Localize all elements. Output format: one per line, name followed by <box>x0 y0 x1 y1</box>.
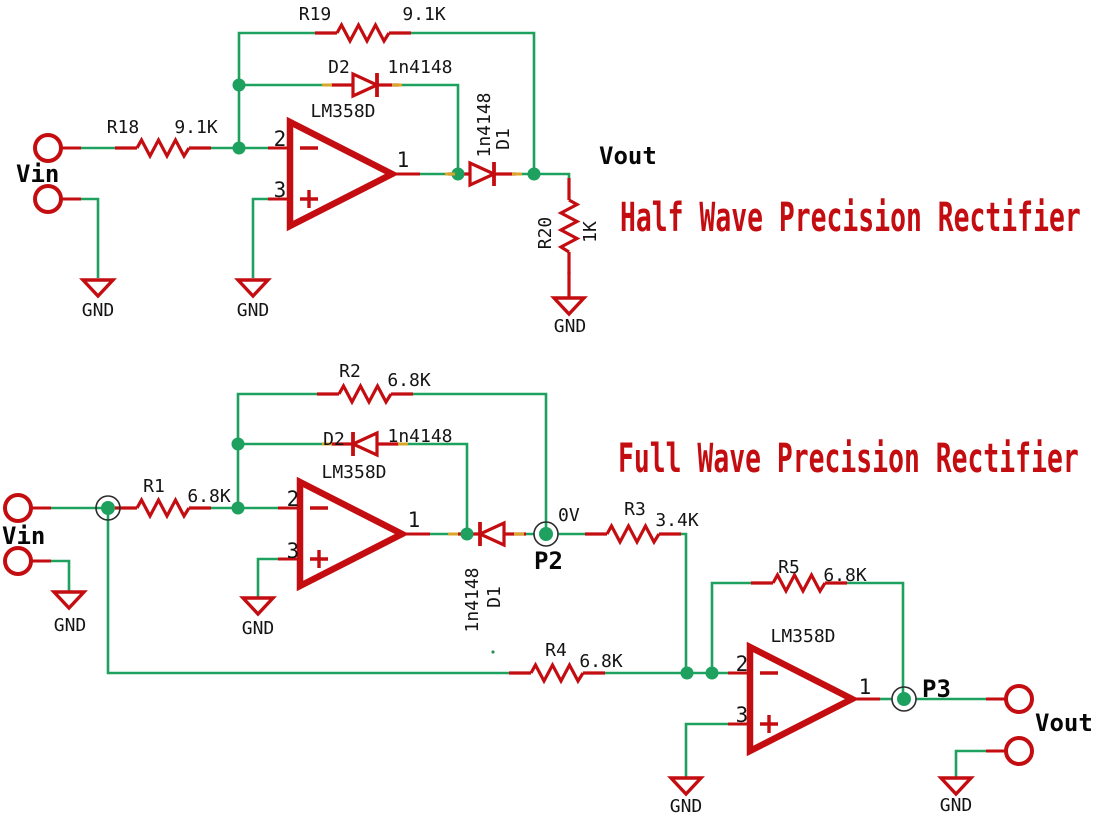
svg-text:Half Wave Precision Rectifier: Half Wave Precision Rectifier <box>620 194 1081 240</box>
opamp-pin2: 2 <box>274 127 287 151</box>
junction-dot <box>231 437 245 451</box>
junction-dot <box>232 141 246 155</box>
vin-port-signal <box>3 493 53 523</box>
r3-ref: R3 <box>624 499 646 520</box>
opamp1-LM358D <box>278 482 430 586</box>
pin-tick <box>448 532 458 536</box>
vout-port-signal <box>984 684 1034 714</box>
r2-value: 6.8K <box>387 370 431 391</box>
gnd-label: GND <box>554 316 587 337</box>
vout-port-return <box>984 736 1034 766</box>
p3-label: P3 <box>922 675 951 703</box>
full-wave-title: Full Wave Precision Rectifier <box>618 435 1079 481</box>
pin-tick <box>445 172 455 176</box>
vout-label: Vout <box>1035 709 1093 737</box>
opamp2-pin3: 3 <box>736 703 749 727</box>
gnd-label: GND <box>242 618 275 639</box>
gnd-symbol <box>241 596 275 616</box>
vin-port-signal <box>33 133 83 163</box>
d1-ref-vertical: D1 <box>493 128 514 150</box>
r2-ref: R2 <box>339 361 361 382</box>
gnd-label: GND <box>54 615 87 636</box>
gnd-label: GND <box>82 300 115 321</box>
d1-ref-vertical: D1 <box>484 586 505 608</box>
opamp-part: LM358D <box>310 101 375 122</box>
opamp1-pin3: 3 <box>287 539 300 563</box>
opamp2-pin2: 2 <box>736 652 749 676</box>
r19-ref: R19 <box>299 4 332 25</box>
pin-tick <box>514 532 524 536</box>
gnd-label: GND <box>670 796 703 817</box>
pin-tick <box>392 83 402 87</box>
half-wave-title: Half Wave Precision Rectifier <box>620 194 1081 240</box>
svg-text:Full Wave Precision Rectifier: Full Wave Precision Rectifier <box>618 435 1079 481</box>
d2-ref: D2 <box>328 57 350 78</box>
opamp1-pin2: 2 <box>287 487 300 511</box>
vin-label: Vin <box>16 160 59 188</box>
junction-dot <box>231 501 245 515</box>
gnd-symbol <box>236 278 270 298</box>
gnd-label: GND <box>237 300 270 321</box>
opamp2-LM358D <box>728 647 880 751</box>
full-wave-wires <box>51 392 990 778</box>
d2-value: 1n4148 <box>387 426 452 447</box>
junction-dot <box>527 167 541 181</box>
r18-ref: R18 <box>107 117 140 138</box>
junction-dot <box>232 78 246 92</box>
resistor-R20 <box>559 176 579 276</box>
r1-ref: R1 <box>143 476 165 497</box>
stray-dot <box>491 650 495 654</box>
gnd-symbol <box>52 590 86 610</box>
p2-label: P2 <box>534 547 563 575</box>
resistor-R18 <box>113 138 213 158</box>
r5-ref: R5 <box>778 557 800 578</box>
gnd-symbol <box>552 296 586 316</box>
d2-ref: D2 <box>323 429 345 450</box>
opamp-pin1: 1 <box>397 148 410 172</box>
half-wave-wires <box>81 31 571 278</box>
zero-volt-label: 0V <box>558 505 580 526</box>
r1-value: 6.8K <box>187 486 231 507</box>
junction-dot <box>705 666 719 680</box>
opamp1-part: LM358D <box>321 462 386 483</box>
gnd-symbol <box>669 776 703 796</box>
vin-label: Vin <box>2 522 45 550</box>
half-wave-circuit: Vin R18 9.1K R19 9.1K D2 1n4148 LM358D 2… <box>16 4 1081 337</box>
gnd-symbol <box>939 776 973 796</box>
pin-tick <box>512 172 522 176</box>
d1-value-vertical: 1n4148 <box>474 92 495 157</box>
vin-port-return <box>33 184 83 214</box>
gnd-symbol <box>81 278 115 298</box>
vin-port-return <box>3 546 53 576</box>
opamp2-part: LM358D <box>770 626 835 647</box>
resistor-R19 <box>313 23 413 43</box>
junction-dot <box>460 527 474 541</box>
vout-label: Vout <box>599 142 657 170</box>
pin-tick <box>322 83 332 87</box>
d1-value-vertical: 1n4148 <box>462 567 483 632</box>
r20-ref-vertical: R20 <box>535 217 556 250</box>
junction-dot <box>680 666 694 680</box>
full-wave-circuit: Vin R1 6.8K R2 6.8K D2 1n4148 LM358D 2 3… <box>2 361 1093 817</box>
r5-value: 6.8K <box>823 565 867 586</box>
opamp-pin3: 3 <box>274 178 287 202</box>
d2-value: 1n4148 <box>387 57 452 78</box>
opamp2-pin1: 1 <box>859 675 872 699</box>
opamp1-pin1: 1 <box>408 508 421 532</box>
r18-value: 9.1K <box>174 117 218 138</box>
r19-value: 9.1K <box>402 4 446 25</box>
r3-value: 3.4K <box>655 510 699 531</box>
opamp-LM358D <box>268 122 420 226</box>
gnd-label: GND <box>940 795 973 816</box>
r20-value-vertical: 1K <box>580 221 601 243</box>
r4-value: 6.8K <box>579 651 623 672</box>
r4-ref: R4 <box>545 640 567 661</box>
